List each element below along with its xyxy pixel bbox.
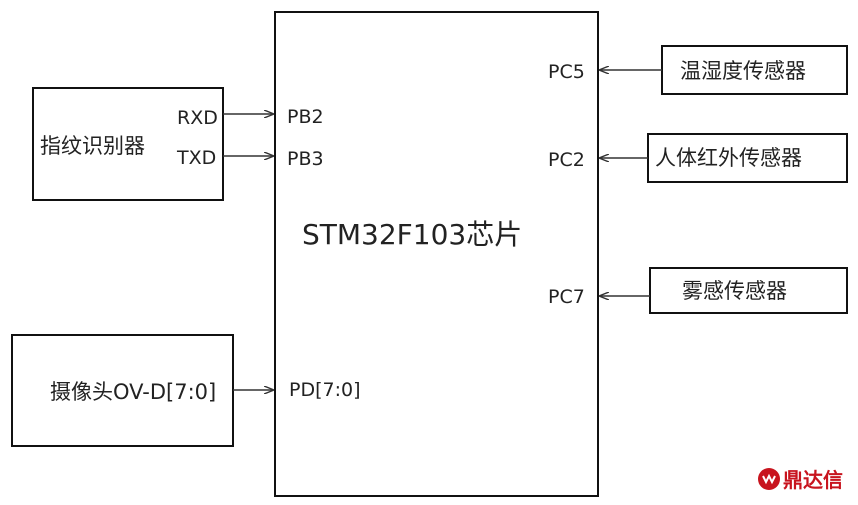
watermark-logo: 鼎达信: [758, 468, 843, 492]
pin-pb3-label: PB3: [287, 148, 324, 170]
pin-pc5-label: PC5: [548, 61, 585, 83]
pin-pc7-label: PC7: [548, 286, 585, 308]
chip-label: STM32F103芯片: [302, 218, 522, 251]
smoke-sensor-label: 雾感传感器: [682, 279, 787, 303]
smoke-sensor-box: [649, 267, 848, 314]
pin-pd-label: PD[7:0]: [289, 379, 361, 401]
pir-sensor-label: 人体红外传感器: [655, 146, 802, 170]
chip-box: [274, 11, 599, 497]
watermark-icon: [758, 468, 780, 490]
pin-pc2-label: PC2: [548, 149, 585, 171]
temp-humidity-sensor-box: [661, 45, 848, 95]
fingerprint-reader-label: 指纹识别器: [40, 134, 145, 158]
camera-label: 摄像头OV-D[7:0]: [50, 380, 216, 404]
pin-pb2-label: PB2: [287, 106, 324, 128]
watermark-icon-mark: [762, 473, 776, 485]
temp-humidity-sensor-label: 温湿度传感器: [680, 59, 806, 83]
watermark-text: 鼎达信: [783, 468, 843, 492]
fingerprint-reader-box: [32, 87, 224, 201]
txd-label: TXD: [176, 147, 216, 169]
camera-box: [11, 334, 234, 447]
rxd-label: RXD: [177, 107, 218, 129]
